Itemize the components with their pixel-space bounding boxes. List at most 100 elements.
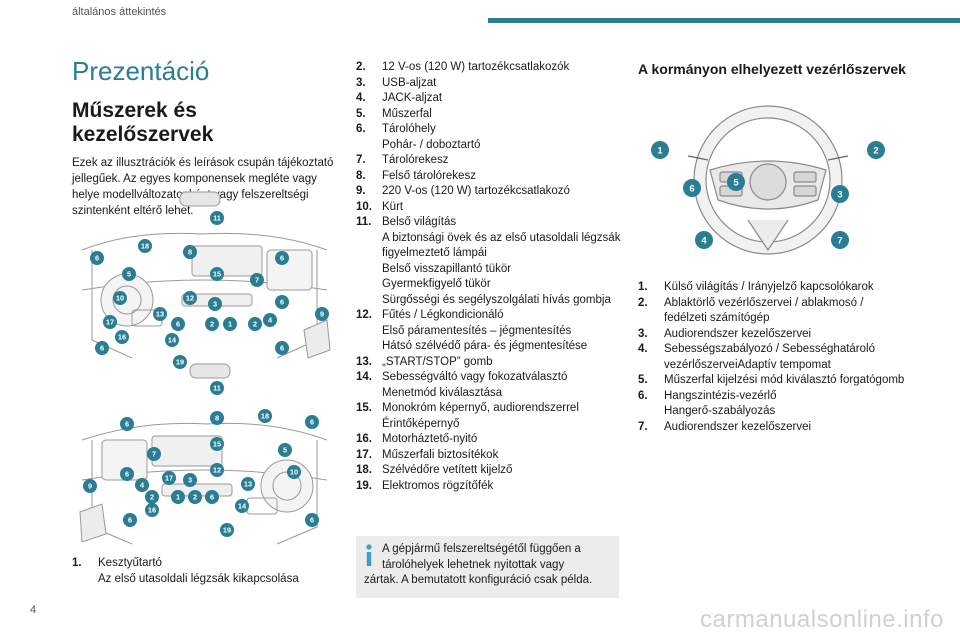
callout-label: 19 <box>176 358 184 367</box>
list-item-text: Sebességszabályozó / Sebességhatároló ve… <box>664 342 908 373</box>
list-item-number: 1. <box>72 557 82 569</box>
callout-label: 2 <box>193 493 197 502</box>
list-item-line: Tárolóhely <box>382 123 436 135</box>
list-item-line: Hátsó szélvédő pára- és jégmentesítése <box>382 340 588 352</box>
list-item-line: Szélvédőre vetített kijelző <box>382 464 513 476</box>
callout-badge <box>95 341 109 355</box>
callout-label: 13 <box>156 310 164 319</box>
callout-badge <box>867 141 885 159</box>
list-item: 18.Szélvédőre vetített kijelző <box>356 463 621 479</box>
list-item-text: Műszerfali biztosítékok <box>382 448 498 464</box>
steering-heading: A kormányon elhelyezett vezérlőszervek <box>638 61 906 77</box>
list-item-number: 3. <box>638 327 648 340</box>
list-item-text: 12 V-os (120 W) tartozékcsatlakozók <box>382 60 569 76</box>
list-item-line: Audiorendszer kezelőszervei <box>664 327 812 340</box>
list-item: 4. Sebességszabályozó / Sebességhatároló … <box>638 342 908 373</box>
callout-badge <box>188 490 202 504</box>
callout-label: 14 <box>238 502 247 511</box>
list-item-number: 1. <box>638 281 648 293</box>
column-right: A kormányon elhelyezett vezérlőszervek <box>638 60 908 79</box>
list-item-text: Tárolórekesz <box>382 153 448 169</box>
list-item-text: Felső tárolórekesz <box>382 169 476 185</box>
page-title: Prezentáció <box>72 56 210 86</box>
list-item-line: JACK-aljzat <box>382 92 443 104</box>
list-item-text: 220 V-os (120 W) tartozékcsatlakozó <box>382 184 570 200</box>
list-item-line: 12 V-os (120 W) tartozékcsatlakozók <box>382 61 570 73</box>
section-label: általános áttekintés <box>72 6 167 18</box>
callout-badge <box>651 141 669 159</box>
list-item-line: Fűtés / Légkondicionáló <box>382 309 504 321</box>
callout-badge <box>173 355 187 369</box>
list-item-text: Elektromos rögzítőfék <box>382 479 493 495</box>
callout-badge <box>120 417 134 431</box>
list-item-number: 2. <box>356 61 366 73</box>
list-item-number: 4. <box>638 343 648 355</box>
callout-badge <box>145 490 159 504</box>
list-item: 17. Műszerfali biztosítékok <box>356 448 621 464</box>
callout-label: 1 <box>176 493 180 502</box>
callout-label: 7 <box>255 276 259 285</box>
callout-badge <box>263 313 277 327</box>
list-item-number: 4. <box>356 92 366 104</box>
info-text-line1: A gépjármű felszereltségétől függően a t… <box>382 543 581 571</box>
list-item: 3.USB-aljzat <box>356 76 621 92</box>
list-item-line: Kesztyűtartó <box>98 557 162 569</box>
page-number: 4 <box>30 604 37 616</box>
callout-badge <box>248 317 262 331</box>
list-item-line: Elektromos rögzítőfék <box>382 479 494 492</box>
list-item-number: 6. <box>638 389 648 402</box>
list-item-text: Motorháztető-nyitó <box>382 432 477 448</box>
callout-badge <box>831 185 849 203</box>
callout-badge <box>83 479 97 493</box>
callout-badge <box>250 273 264 287</box>
callout-badge <box>315 307 329 321</box>
callout-label: 18 <box>261 412 269 421</box>
list-item-text: Audiorendszer kezelőszervei <box>664 327 811 343</box>
list-item-number: 6. <box>356 123 366 135</box>
callout-badge <box>287 465 301 479</box>
list-item-line: Műszerfal kijelzési mód kiválasztó forga… <box>664 374 905 386</box>
callout-label: 11 <box>213 384 221 393</box>
callout-badge <box>147 447 161 461</box>
list-item: 2.Ablaktörlő vezérlőszervei / ablakmosó … <box>638 296 908 327</box>
list-item-line: Belső visszapillantó tükör <box>382 262 512 275</box>
callout-label: 4 <box>701 235 707 246</box>
list-item-number: 10. <box>356 200 372 213</box>
list-item-line: Műszerfal <box>382 107 432 120</box>
header-accent-bar <box>488 18 960 23</box>
list-item: 5.Műszerfal kijelzési mód kiválasztó for… <box>638 373 908 389</box>
callout-label: 2 <box>210 320 214 329</box>
list-item: 13.„START/STOP” gomb <box>356 355 621 371</box>
callout-badge <box>120 467 134 481</box>
callout-label: 4 <box>268 316 273 325</box>
callout-label: 5 <box>733 177 738 188</box>
callout-label: 8 <box>188 248 192 257</box>
callout-badge <box>103 315 117 329</box>
list-item-number: 17. <box>356 448 372 461</box>
list-item-text: JACK-aljzat <box>382 91 442 107</box>
callout-label: 17 <box>165 474 173 483</box>
callout-badge <box>210 437 224 451</box>
callout-badge <box>115 330 129 344</box>
callout-badge <box>275 251 289 265</box>
list-item-line: Sürgősségi és segélyszolgálati hívás gom… <box>382 293 611 306</box>
callout-label: 1 <box>657 145 662 156</box>
list-item-line: A biztonsági övek és az első utasoldali … <box>382 231 621 260</box>
list-item-number: 14. <box>356 371 372 383</box>
list-item-line: Hangerő-szabályozás <box>664 405 776 417</box>
list-item: 10.Kürt <box>356 200 621 216</box>
callout-badge <box>171 317 185 331</box>
callout-label: 6 <box>210 493 214 502</box>
watermark: carmanualsonline.info <box>700 606 944 633</box>
callout-badge <box>171 490 185 504</box>
